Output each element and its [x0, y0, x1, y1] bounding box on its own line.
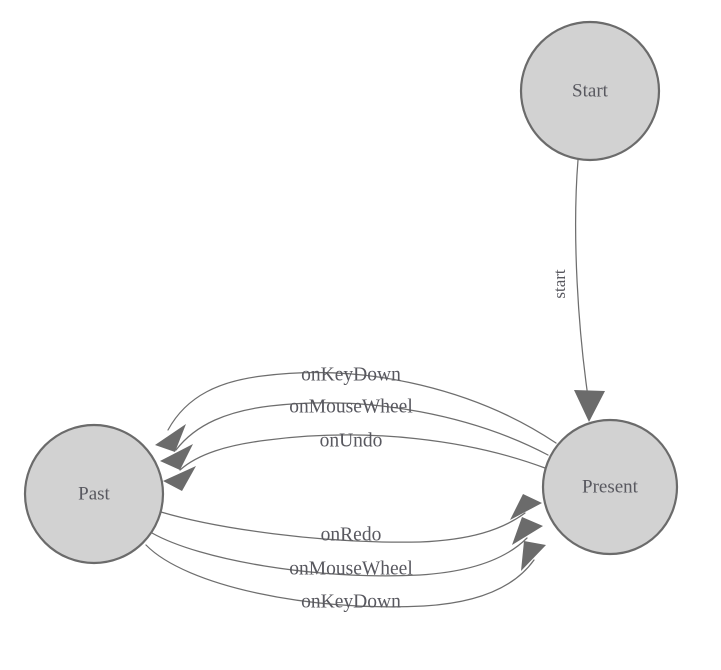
edge-past-to-present-onredo-path	[160, 511, 526, 543]
node-start-circle	[519, 20, 661, 162]
edge-label-onkeydown-top: onKeyDown	[301, 364, 401, 385]
edge-start-path	[575, 159, 590, 405]
edge-present-to-past-onkeydown[interactable]	[155, 371, 557, 452]
node-start-label: Start	[572, 80, 609, 101]
edge-past-to-present-onkeydown-path	[145, 544, 535, 608]
edge-past-to-present-onmousewheel[interactable]	[151, 517, 543, 577]
edge-present-to-past-onundo-path	[179, 434, 546, 471]
node-past-label: Past	[78, 483, 110, 504]
arrow-head-past-2	[160, 444, 193, 470]
edge-start-to-present[interactable]	[574, 159, 605, 422]
edge-present-to-past-onkeydown-path	[167, 371, 557, 444]
edge-present-to-past-onmousewheel[interactable]	[160, 402, 549, 470]
node-present[interactable]: Present	[541, 418, 679, 556]
edge-label-onmousewheel-top: onMouseWheel	[289, 396, 413, 417]
edge-past-to-present-onkeydown[interactable]	[145, 541, 546, 608]
edge-label-onredo: onRedo	[321, 524, 382, 545]
arrow-head-present-top	[574, 390, 605, 422]
edge-past-to-present-onredo[interactable]	[160, 494, 542, 543]
node-present-label: Present	[582, 476, 639, 497]
arrow-head-past-1	[155, 424, 186, 452]
arrow-head-present-2	[512, 517, 543, 545]
edge-past-to-present-onmousewheel-path	[151, 532, 528, 577]
edge-label-onmousewheel-bottom: onMouseWheel	[289, 558, 413, 579]
edge-label-start: start	[550, 269, 569, 299]
node-present-circle	[541, 418, 679, 556]
arrow-head-present-1	[510, 494, 542, 520]
node-past-circle	[23, 423, 165, 565]
edge-present-to-past-onundo[interactable]	[163, 434, 546, 491]
edge-present-to-past-onmousewheel-path	[175, 402, 549, 456]
edge-label-onundo: onUndo	[320, 430, 383, 451]
arrow-head-past-3	[163, 466, 196, 491]
arrow-head-present-3	[521, 541, 546, 571]
node-start[interactable]: Start	[519, 20, 661, 162]
node-past[interactable]: Past	[23, 423, 165, 565]
edge-label-onkeydown-bottom: onKeyDown	[301, 591, 401, 612]
